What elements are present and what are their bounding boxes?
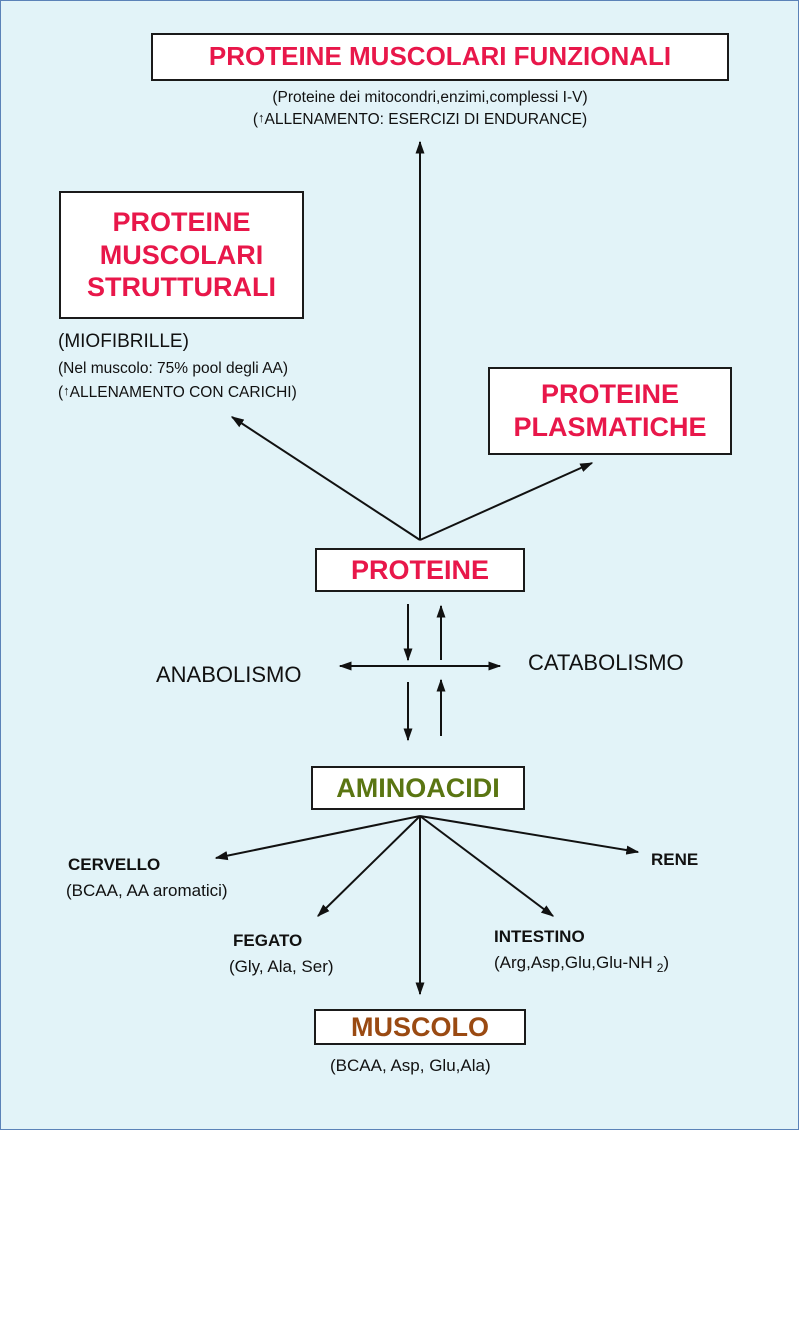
label-fegato-note: (Gly, Ala, Ser) [229,957,334,976]
node-funzionali: PROTEINE MUSCOLARI FUNZIONALI [151,33,729,81]
label-muscolo-note: (BCAA, Asp, Glu,Ala) [330,1056,491,1075]
arrow-to-intestino [419,815,555,917]
arrow-to-rene [419,815,640,855]
node-muscolo-title: MUSCOLO [351,1011,489,1042]
arrow-to-plasmatiche [419,462,594,541]
node-funzionali-note-2: (↑ALLENAMENTO: ESERCIZI DI ENDURANCE) [252,110,588,128]
node-plasmatiche: PROTEINE PLASMATICHE [488,367,732,455]
arrow-up-icon: ↑ [257,110,265,125]
arrow-to-cervello [214,815,421,861]
node-strutturali-line-1: PROTEINE [112,206,251,237]
node-strutturali-line-3: STRUTTURALI [87,272,276,303]
node-funzionali-note-1: (Proteine dei mitocondri,enzimi,compless… [272,89,588,106]
label-rene: RENE [651,850,699,869]
node-plasmatiche-line-2: PLASMATICHE [513,412,707,442]
node-strutturali-line-2: MUSCOLARI [99,239,264,270]
label-cervello-note: (BCAA, AA aromatici) [66,881,228,900]
node-strutturali-note-2: (Nel muscolo: 75% pool degli AA) [58,360,289,377]
node-proteine: PROTEINE [315,548,525,592]
node-strutturali-note-3: (↑ALLENAMENTO CON CARICHI) [58,383,297,401]
label-anabolismo: ANABOLISMO [156,662,302,687]
node-strutturali-note-1: (MIOFIBRILLE) [58,331,189,352]
node-muscolo: MUSCOLO [314,1009,526,1045]
label-fegato: FEGATO [233,931,303,950]
node-strutturali: PROTEINE MUSCOLARI STRUTTURALI [59,191,304,319]
label-catabolismo: CATABOLISMO [528,650,684,675]
node-aminoacidi-title: AMINOACIDI [336,772,500,803]
node-plasmatiche-line-1: PROTEINE [540,379,680,410]
label-cervello: CERVELLO [68,855,161,874]
arrow-to-fegato [317,815,421,917]
arrow-up-icon: ↑ [63,383,70,398]
arrow-to-strutturali [230,416,421,541]
node-proteine-title: PROTEINE [350,554,490,585]
label-intestino: INTESTINO [494,927,585,946]
node-funzionali-title: PROTEINE MUSCOLARI FUNZIONALI [208,41,672,72]
node-aminoacidi: AMINOACIDI [311,766,525,810]
